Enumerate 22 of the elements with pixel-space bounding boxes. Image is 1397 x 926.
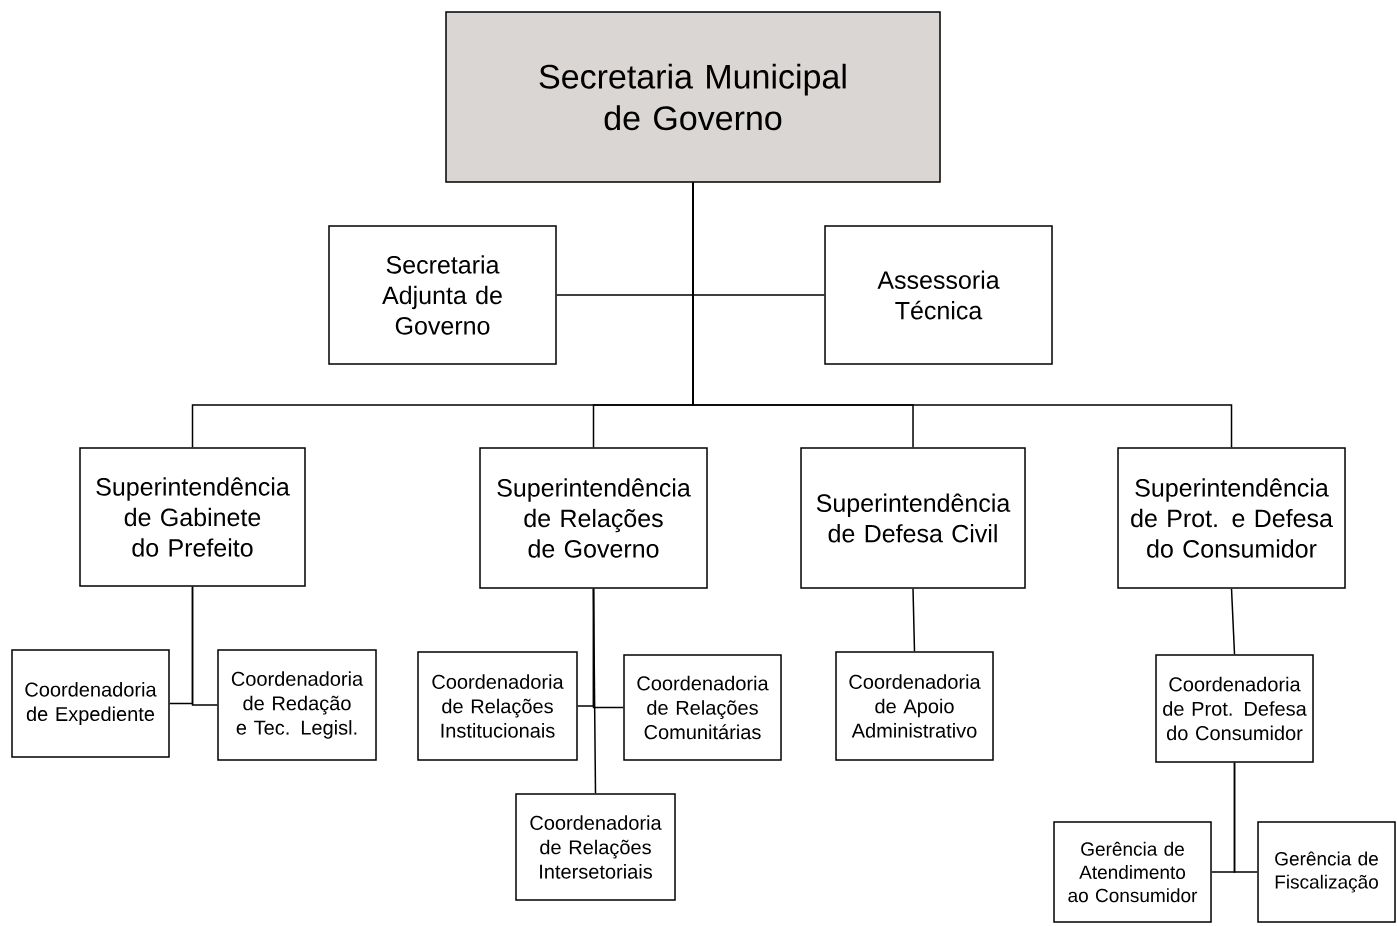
org-box: Coordenadoria de Redação e Tec. Legisl. [217, 649, 377, 761]
org-box: Coordenadoria de Apoio Administrativo [835, 651, 994, 761]
connector-line [1230, 588, 1236, 655]
connector-line [592, 588, 597, 794]
org-box: Gerência de Fiscalização [1257, 821, 1396, 923]
org-box: Coordenadoria de Relações Comunitárias [623, 654, 782, 761]
org-box: Secretaria Adjunta de Governo [328, 225, 557, 365]
org-box: Coordenadoria de Relações Institucionais [417, 651, 578, 761]
org-box: Superintendência de Gabinete do Prefeito [79, 447, 306, 587]
org-box: Superintendência de Prot. e Defesa do Consumidor [1117, 447, 1346, 589]
title-box: Secretaria Municipal de Governo [445, 11, 941, 183]
connector-line [1233, 762, 1258, 873]
connector-line [191, 586, 218, 706]
connector-line [912, 588, 916, 652]
org-box: Superintendência de Relações de Governo [479, 447, 708, 589]
org-box: Assessoria Técnica [824, 225, 1053, 365]
org-box: Gerência de Atendimento ao Consumidor [1053, 821, 1212, 923]
org-box: Superintendência de Defesa Civil [800, 447, 1026, 589]
org-box: Coordenadoria de Expediente [11, 649, 170, 758]
org-box: Coordenadoria de Prot. Defesa do Consumidor [1155, 654, 1314, 763]
org-box: Coordenadoria de Relações Intersetoriais [515, 793, 676, 901]
connector-line [692, 182, 1233, 448]
